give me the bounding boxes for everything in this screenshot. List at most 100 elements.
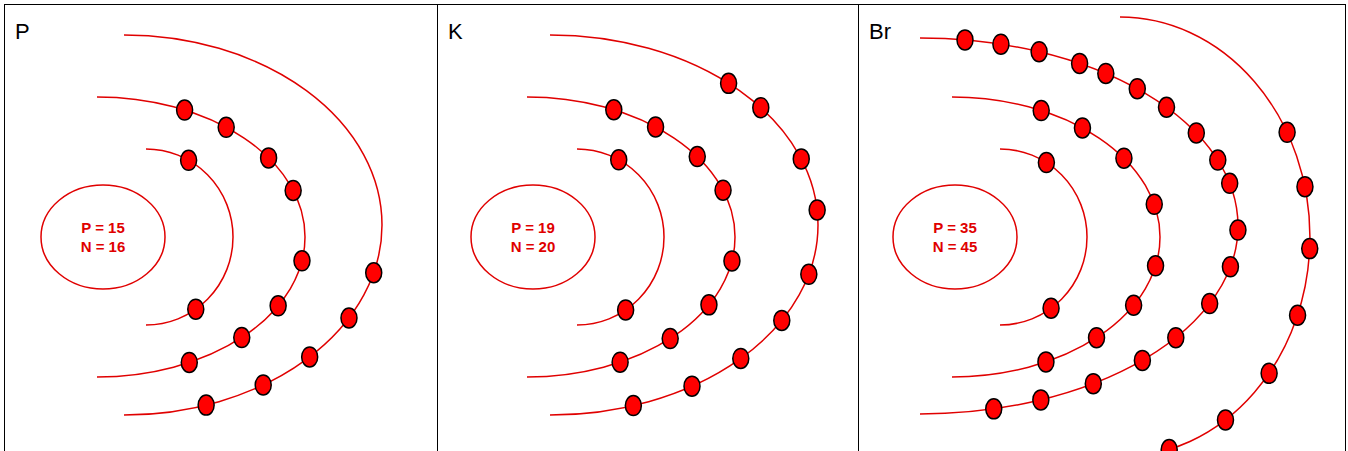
electron bbox=[684, 376, 700, 396]
element-panel: P P = 15N = 16 bbox=[4, 4, 437, 451]
electron bbox=[1302, 239, 1318, 259]
electron bbox=[753, 98, 769, 118]
electron bbox=[1261, 363, 1277, 383]
electron-shell bbox=[1000, 149, 1087, 325]
electron bbox=[294, 251, 310, 271]
electron bbox=[1038, 352, 1054, 372]
electron bbox=[689, 147, 705, 167]
electron bbox=[1290, 305, 1306, 325]
electron bbox=[801, 264, 817, 284]
electron bbox=[1148, 256, 1164, 276]
electron bbox=[1074, 118, 1090, 138]
electron bbox=[1161, 439, 1177, 451]
electron bbox=[1085, 374, 1101, 394]
electron bbox=[1146, 194, 1162, 214]
electron bbox=[1168, 328, 1184, 348]
electron bbox=[1038, 153, 1054, 173]
electron bbox=[218, 117, 234, 137]
electron-shell bbox=[920, 38, 1238, 414]
electron bbox=[270, 296, 286, 316]
electron bbox=[261, 148, 277, 168]
electron bbox=[1297, 177, 1313, 197]
electron bbox=[611, 150, 627, 170]
nucleus: P = 19N = 20 bbox=[470, 184, 596, 290]
electron-shell bbox=[550, 35, 818, 415]
electron bbox=[724, 251, 740, 271]
electron bbox=[285, 180, 301, 200]
electron bbox=[733, 348, 749, 368]
electron bbox=[341, 308, 357, 328]
electron bbox=[188, 299, 204, 319]
particle-count: P = 19 bbox=[511, 218, 555, 237]
electron bbox=[1129, 79, 1145, 99]
electron bbox=[793, 149, 809, 169]
electron bbox=[1072, 53, 1088, 73]
electron-shell bbox=[1120, 17, 1310, 451]
electron bbox=[1202, 294, 1218, 314]
particle-count: P = 35 bbox=[933, 218, 977, 237]
electron bbox=[957, 30, 973, 50]
electron bbox=[625, 396, 641, 416]
electrons bbox=[177, 30, 1318, 451]
electron bbox=[606, 100, 622, 120]
electron bbox=[181, 150, 197, 170]
nucleus: P = 15N = 16 bbox=[40, 184, 166, 290]
electron-shell bbox=[527, 97, 735, 377]
electron-shell bbox=[146, 149, 233, 325]
electron bbox=[774, 310, 790, 330]
electron bbox=[1098, 63, 1114, 83]
particle-count: N = 16 bbox=[81, 237, 126, 256]
electron bbox=[1210, 150, 1226, 170]
electron bbox=[1222, 173, 1238, 193]
electron bbox=[198, 395, 214, 415]
electron bbox=[181, 352, 197, 372]
electron bbox=[1033, 101, 1049, 121]
electron bbox=[1043, 298, 1059, 318]
electron-shell bbox=[577, 149, 664, 325]
nucleus: P = 35N = 45 bbox=[892, 184, 1018, 290]
electron bbox=[177, 100, 193, 120]
electron-shells bbox=[97, 17, 1310, 451]
particle-count: N = 45 bbox=[933, 237, 978, 256]
electron bbox=[1217, 410, 1233, 430]
electron bbox=[255, 375, 271, 395]
element-panel: K P = 19N = 20 bbox=[437, 4, 858, 451]
electron bbox=[721, 73, 737, 93]
electron bbox=[1031, 42, 1047, 62]
nucleus-outline bbox=[892, 184, 1018, 290]
electron bbox=[715, 180, 731, 200]
electron bbox=[1279, 122, 1295, 142]
electron bbox=[1116, 148, 1132, 168]
element-panel: Br P = 35N = 45 bbox=[858, 4, 1346, 451]
particle-count: N = 20 bbox=[511, 237, 556, 256]
electron bbox=[662, 329, 678, 349]
electron bbox=[618, 300, 634, 320]
element-symbol: Br bbox=[869, 19, 891, 45]
electron bbox=[701, 295, 717, 315]
electron bbox=[1159, 97, 1175, 117]
nucleus-ellipse bbox=[471, 185, 595, 289]
electron bbox=[234, 328, 250, 348]
nucleus-ellipse bbox=[41, 185, 165, 289]
electron bbox=[1089, 328, 1105, 348]
electron-shell bbox=[97, 97, 305, 377]
nucleus-outline bbox=[40, 184, 166, 290]
electron bbox=[1126, 295, 1142, 315]
particle-count: P = 15 bbox=[81, 218, 125, 237]
electron bbox=[366, 263, 382, 283]
electron-shell bbox=[952, 97, 1160, 377]
electron bbox=[1188, 123, 1204, 143]
electron bbox=[1222, 257, 1238, 277]
electron bbox=[648, 117, 664, 137]
electron bbox=[302, 347, 318, 367]
nucleus-ellipse bbox=[893, 185, 1017, 289]
element-symbol: P bbox=[15, 19, 30, 45]
electron bbox=[612, 352, 628, 372]
electron bbox=[993, 34, 1009, 54]
electron bbox=[1033, 390, 1049, 410]
electron bbox=[986, 399, 1002, 419]
electron bbox=[1134, 350, 1150, 370]
element-symbol: K bbox=[448, 19, 463, 45]
